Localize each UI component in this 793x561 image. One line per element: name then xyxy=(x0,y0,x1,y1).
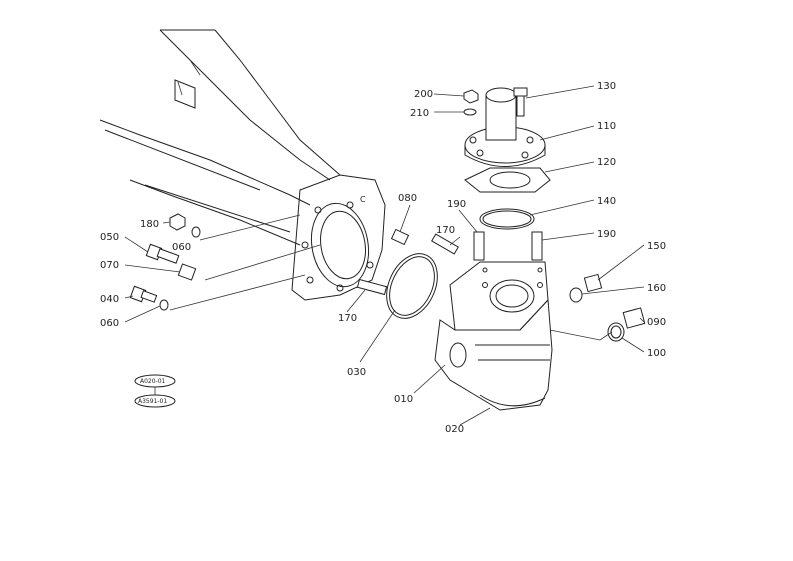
label-110: 110 xyxy=(597,121,616,132)
label-130: 130 xyxy=(597,81,616,92)
label-020: 020 xyxy=(445,424,464,435)
label-190b: 190 xyxy=(597,229,616,240)
hardware xyxy=(129,87,646,342)
svg-text:C: C xyxy=(360,195,366,204)
label-170b: 170 xyxy=(338,313,357,324)
label-050: 050 xyxy=(100,232,119,243)
reference-badges: A020-01 A3591-01 xyxy=(134,374,176,408)
leader-lines xyxy=(124,85,645,426)
label-040: 040 xyxy=(100,294,119,305)
label-100: 100 xyxy=(647,348,666,359)
label-160: 160 xyxy=(647,283,666,294)
o-ring-030 xyxy=(386,253,438,319)
ref-badge-1: A020-01 xyxy=(140,378,166,385)
label-090: 090 xyxy=(647,317,666,328)
top-cover-assembly xyxy=(464,87,551,230)
label-200: 200 xyxy=(414,89,433,100)
label-140: 140 xyxy=(597,196,616,207)
label-070: 070 xyxy=(100,260,119,271)
label-180: 180 xyxy=(140,219,159,230)
label-190a: 190 xyxy=(447,199,466,210)
label-080: 080 xyxy=(398,193,417,204)
part-labels: 200 210 130 110 120 140 190 190 150 160 … xyxy=(100,81,666,435)
knuckle-case xyxy=(434,261,553,411)
axle-housing xyxy=(99,29,341,246)
label-010: 010 xyxy=(394,394,413,405)
ref-badge-2: A3591-01 xyxy=(138,398,167,405)
label-170a: 170 xyxy=(436,225,455,236)
label-210: 210 xyxy=(410,108,429,119)
label-030: 030 xyxy=(347,367,366,378)
housing-flange: C xyxy=(291,174,386,301)
label-060b: 060 xyxy=(100,318,119,329)
label-150: 150 xyxy=(647,241,666,252)
label-060a: 060 xyxy=(172,242,191,253)
label-120: 120 xyxy=(597,157,616,168)
